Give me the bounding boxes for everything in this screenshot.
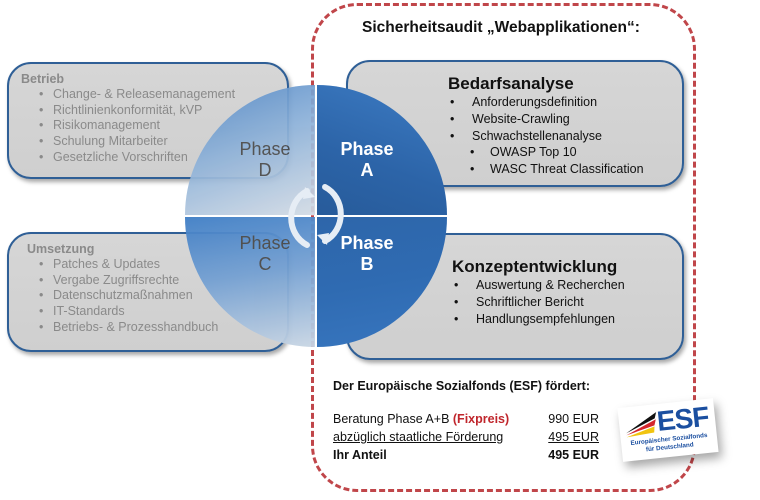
funding-row-amount: 495 EUR [548, 430, 599, 444]
funding-total-row: Ihr Anteil 495 EUR [333, 448, 599, 462]
german-flag-stripes-icon [626, 412, 657, 438]
list-item: Vergabe Zugriffsrechte [39, 273, 287, 289]
funding-title: Der Europäische Sozialfonds (ESF) förder… [333, 379, 590, 393]
box-betrieb-title: Betrieb [21, 72, 65, 86]
list-item: Schwachstellenanalyse [448, 128, 682, 145]
box-bedarfsanalyse-title: Bedarfsanalyse [448, 74, 574, 93]
phase-a-letter: A [360, 160, 374, 180]
funding-total-label: Ihr Anteil [333, 448, 387, 462]
list-sub-item: WASC Threat Classification [448, 161, 682, 178]
list-item: Anforderungsdefinition [448, 94, 682, 111]
box-konzeptentwicklung-title: Konzeptentwicklung [452, 257, 618, 276]
list-item: Schulung Mitarbeiter [39, 134, 287, 150]
phase-d-word: Phase [239, 139, 291, 159]
phase-cycle-diagram: Phase D Phase A Phase C Phase B [185, 85, 447, 347]
phase-c-letter: C [258, 254, 272, 274]
fixpreis-badge: (Fixpreis) [452, 412, 510, 426]
list-item: Website-Crawling [448, 111, 682, 128]
funding-row-label: abzüglich staatliche Förderung [333, 430, 504, 444]
box-bedarfsanalyse: Bedarfsanalyse Anforderungsdefinition We… [346, 60, 684, 187]
esf-logo: ESF Europäischer Sozialfonds für Deutsch… [617, 398, 719, 462]
funding-row: Beratung Phase A+B (Fixpreis) 990 EUR [333, 412, 599, 426]
funding-total-amount: 495 EUR [548, 448, 599, 462]
list-item: Risikomanagement [39, 118, 287, 134]
box-umsetzung-title: Umsetzung [27, 242, 95, 256]
phase-a-word: Phase [340, 139, 394, 159]
list-item: Betriebs- & Prozesshandbuch [39, 320, 287, 336]
box-konzeptentwicklung-list: Auswertung & Recherchen Schriftlicher Be… [452, 277, 682, 327]
list-item: Richtlinienkonformität, kVP [39, 103, 287, 119]
offer-title: Sicherheitsaudit „Webapplikationen“: [362, 19, 640, 36]
list-item: Datenschutzmaßnahmen [39, 288, 287, 304]
cycle-arrows-icon [288, 184, 344, 248]
list-item: Handlungsempfehlungen [452, 311, 682, 328]
box-umsetzung-list: Patches & Updates Vergabe Zugriffsrechte… [27, 257, 287, 336]
funding-section: Der Europäische Sozialfonds (ESF) förder… [333, 379, 599, 469]
list-item: Auswertung & Recherchen [452, 277, 682, 294]
phase-b-letter: B [360, 254, 374, 274]
list-item: Schriftlicher Bericht [452, 294, 682, 311]
funding-row-amount: 990 EUR [548, 412, 599, 426]
list-item: IT-Standards [39, 304, 287, 320]
phase-b-word: Phase [340, 233, 394, 253]
funding-row: abzüglich staatliche Förderung 495 EUR [333, 430, 599, 444]
box-betrieb-list: Change- & Releasemanagement Richtlinienk… [21, 87, 287, 166]
list-item: Patches & Updates [39, 257, 287, 273]
box-bedarfsanalyse-list: Anforderungsdefinition Website-Crawling … [448, 94, 682, 178]
list-item: Change- & Releasemanagement [39, 87, 287, 103]
phase-d-letter: D [258, 160, 272, 180]
phase-c-word: Phase [239, 233, 291, 253]
list-item: Gesetzliche Vorschriften [39, 150, 287, 166]
funding-row-label: Beratung Phase A+B [333, 412, 450, 426]
list-sub-item: OWASP Top 10 [448, 144, 682, 161]
